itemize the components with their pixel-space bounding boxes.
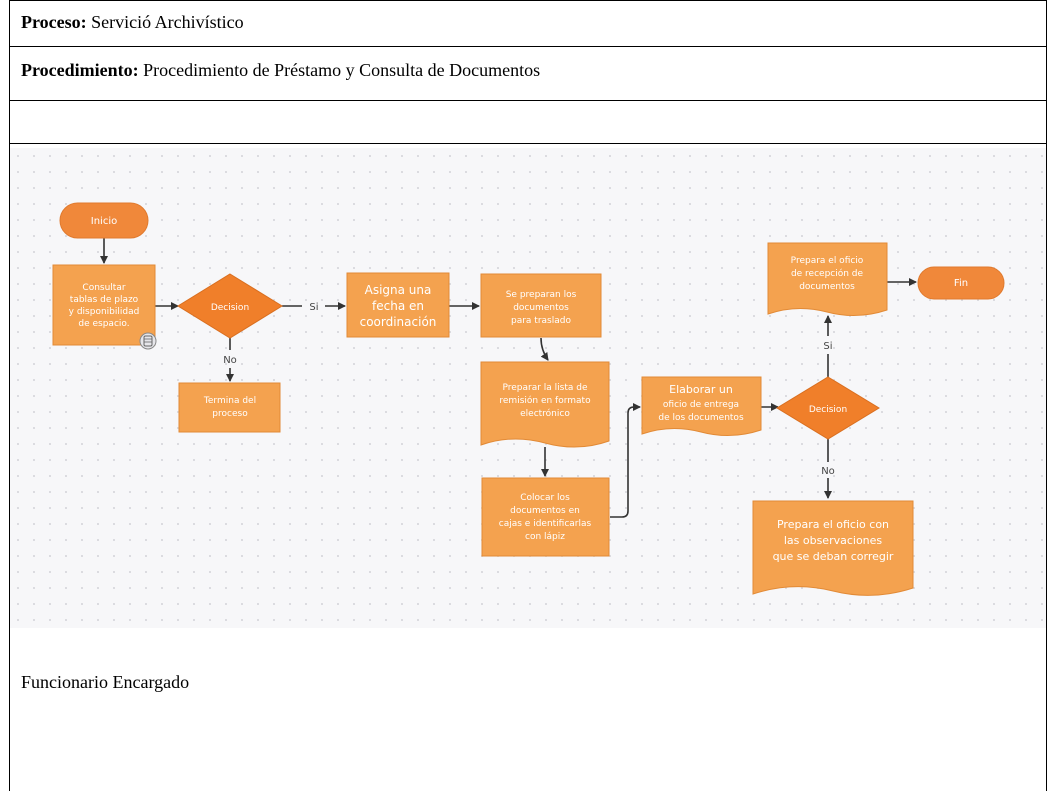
procedure-label: Procedimiento: <box>21 60 139 80</box>
decision-2: Decision <box>776 376 880 440</box>
assign-line: Asigna una <box>365 283 432 297</box>
consult-line: y disponibilidad <box>69 307 140 317</box>
page-frame <box>9 0 1047 791</box>
no-label-1: No <box>223 355 237 366</box>
observations-line: que se deban corregir <box>773 550 894 563</box>
boxes-line: Colocar los <box>520 493 570 503</box>
prepare-line: para traslado <box>511 316 571 326</box>
end-process-line: Termina del <box>203 396 256 406</box>
consult-line: tablas de plazo <box>70 295 139 305</box>
reception-line: documentos <box>799 282 855 292</box>
consult-line: Consultar <box>82 283 125 293</box>
consult-process: Consultar tablas de plazo y disponibilid… <box>52 264 156 346</box>
procedure-value: Procedimiento de Préstamo y Consulta de … <box>143 60 541 80</box>
prepare-line: Se preparan los <box>506 290 577 300</box>
consult-line: de espacio. <box>78 319 129 329</box>
boxes-node: Colocar los documentos en cajas e identi… <box>481 477 610 557</box>
yes-label-2: Si <box>823 341 832 352</box>
delivery-line: Elaborar un <box>669 383 733 396</box>
arrow-boxes-delivery <box>610 403 641 518</box>
remission-line: electrónico <box>520 408 570 419</box>
decision-1: Decision <box>177 273 283 339</box>
end-label: Fin <box>954 278 968 289</box>
boxes-line: cajas e identificarlas <box>499 519 592 529</box>
remission-list-document: Preparar la lista de remisión en formato… <box>480 361 610 448</box>
start-label: Inicio <box>91 216 117 227</box>
remission-line: Preparar la lista de <box>502 383 587 393</box>
end-node: Fin <box>917 266 1005 300</box>
process-value: Servició Archivístico <box>91 12 244 32</box>
process-header: Proceso: Servició Archivístico <box>21 12 244 33</box>
no-label-2: No <box>821 466 835 477</box>
assign-line: coordinación <box>360 315 437 329</box>
procedure-header: Procedimiento: Procedimiento de Préstamo… <box>21 60 540 81</box>
delivery-document: Elaborar un oficio de entrega de los doc… <box>641 376 762 436</box>
decision-1-label: Decision <box>211 303 249 313</box>
rule-1 <box>9 46 1047 47</box>
database-icon <box>139 332 157 350</box>
top-rule <box>9 0 1047 1</box>
prepare-documents-node: Se preparan los documentos para traslado <box>480 273 602 338</box>
boxes-line: con lápiz <box>525 532 565 542</box>
assign-date-node: Asigna una fecha en coordinación <box>346 272 450 338</box>
boxes-line: documentos en <box>510 506 580 516</box>
prepare-line: documentos <box>513 303 569 313</box>
end-process-node: Termina del proceso <box>178 382 281 433</box>
reception-line: de recepción de <box>791 268 864 279</box>
delivery-line: de los documentos <box>658 413 744 423</box>
start-node: Inicio <box>59 202 149 239</box>
delivery-line: oficio de entrega <box>663 400 739 410</box>
assign-line: fecha en <box>372 299 424 313</box>
observations-line: las observaciones <box>784 534 883 547</box>
process-label: Proceso: <box>21 12 87 32</box>
observations-line: Prepara el oficio con <box>777 518 889 531</box>
connectors <box>100 238 917 518</box>
yes-label-1: Si <box>309 302 318 313</box>
arrow-prepare-remission <box>540 337 549 361</box>
rule-2 <box>9 100 1047 101</box>
reception-line: Prepara el oficio <box>791 256 864 266</box>
reception-document: Prepara el oficio de recepción de docume… <box>767 242 888 316</box>
end-process-line: proceso <box>212 409 248 419</box>
observations-document: Prepara el oficio con las observaciones … <box>752 500 914 596</box>
rule-3 <box>9 143 1047 144</box>
responsible-label: Funcionario Encargado <box>21 672 190 692</box>
decision-2-label: Decision <box>809 405 847 415</box>
remission-line: remisión en formato <box>499 395 591 406</box>
